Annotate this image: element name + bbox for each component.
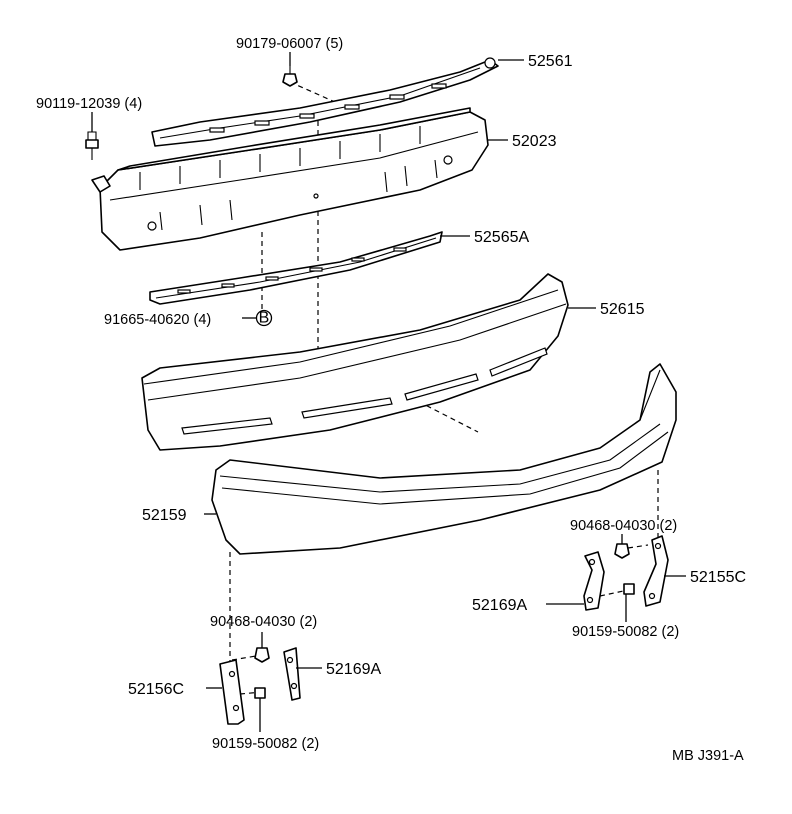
label-bracket-left-a: 52169A xyxy=(326,661,381,678)
bumper-cover-52159 xyxy=(211,363,677,555)
reinforcement-strip-52561 xyxy=(151,57,499,147)
label-bracket-left-c: 52156C xyxy=(128,681,184,698)
label-bumper-cover: 52159 xyxy=(142,507,187,524)
screw-90159-50082-left xyxy=(254,687,266,699)
leader-lines xyxy=(91,52,686,732)
bumper-reinforcement-52023 xyxy=(91,107,489,251)
bracket-52156C xyxy=(219,659,245,725)
part-labels: 90179-06007 (5) 90119-12039 (4) 52561 52… xyxy=(36,36,746,764)
label-clip-b-marker: B xyxy=(259,310,270,327)
label-absorber: 52615 xyxy=(600,301,645,318)
energy-absorber-52615 xyxy=(141,273,569,451)
bracket-52169A-right xyxy=(583,551,605,611)
clip-b-marker-circle xyxy=(255,309,273,327)
label-clip-b: 91665-40620 (4) xyxy=(104,312,211,328)
nut-90468-04030-left xyxy=(254,647,270,663)
nut-90468-04030-right xyxy=(614,543,630,559)
label-bracket-right-a: 52169A xyxy=(472,597,527,614)
bolt-90179-06007 xyxy=(282,66,298,87)
retainer-52565A xyxy=(149,231,443,305)
label-retainer-lower: 52565A xyxy=(474,229,529,246)
screw-90159-50082-right xyxy=(623,583,635,595)
bracket-52169A-left xyxy=(283,647,301,701)
label-bolt-top: 90179-06007 (5) xyxy=(236,36,343,52)
bracket-52155C xyxy=(643,535,669,607)
label-ref-code: MB J391-A xyxy=(672,748,744,764)
bolt-90119-12039 xyxy=(85,131,99,160)
label-screw-left: 90159-50082 (2) xyxy=(212,736,319,752)
label-nut-left: 90468-04030 (2) xyxy=(210,614,317,630)
label-bolt-left: 90119-12039 (4) xyxy=(36,96,142,112)
label-reinforcement-top: 52561 xyxy=(528,53,573,70)
label-reinforcement-main: 52023 xyxy=(512,133,557,150)
label-bracket-right-c: 52155C xyxy=(690,569,746,586)
label-nut-right: 90468-04030 (2) xyxy=(570,518,677,534)
label-screw-right: 90159-50082 (2) xyxy=(572,624,679,640)
